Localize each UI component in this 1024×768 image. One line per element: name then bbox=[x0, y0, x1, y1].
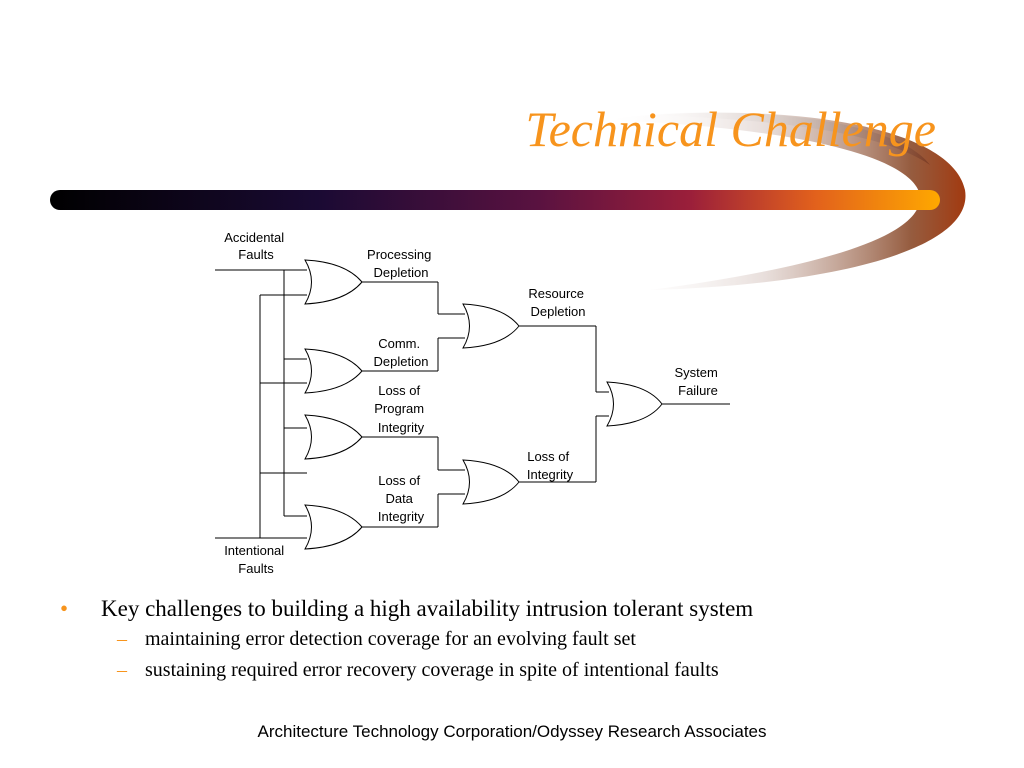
diagram-wires bbox=[215, 269, 730, 539]
label-comm-depletion: Comm. Depletion bbox=[374, 336, 429, 369]
or-gate-processing bbox=[304, 259, 363, 305]
bullet-main: • Key challenges to building a high avai… bbox=[60, 594, 753, 624]
or-gates bbox=[304, 259, 663, 550]
or-gate-integrity bbox=[462, 459, 520, 505]
label-data-integrity: Loss of Data Integrity bbox=[378, 473, 425, 524]
or-gate-system bbox=[606, 381, 663, 427]
sub-bullet-marker: – bbox=[117, 628, 127, 650]
bullet-sub-text: maintaining error detection coverage for… bbox=[145, 628, 636, 650]
label-intentional-faults: Intentional Faults bbox=[224, 543, 288, 576]
swoosh-shape bbox=[600, 112, 966, 290]
label-program-integrity: Loss of Program Integrity bbox=[374, 383, 427, 435]
slide-title: Technical Challenge bbox=[525, 101, 936, 157]
or-gate-program bbox=[304, 414, 363, 460]
swoosh-highlight bbox=[640, 112, 930, 165]
label-resource-depletion: Resource Depletion bbox=[528, 286, 587, 319]
label-loss-of-integrity: Loss of Integrity bbox=[527, 449, 574, 482]
bullet-sub-1: – maintaining error detection coverage f… bbox=[60, 624, 753, 655]
bullet-list: • Key challenges to building a high avai… bbox=[60, 594, 753, 686]
or-gate-data bbox=[304, 504, 363, 550]
slide-footer: Architecture Technology Corporation/Odys… bbox=[257, 722, 767, 741]
label-accidental-faults: Accidental Faults bbox=[224, 230, 288, 262]
title-underline-bar bbox=[50, 190, 940, 210]
sub-bullet-marker: – bbox=[117, 659, 127, 681]
label-system-failure: System Failure bbox=[675, 365, 722, 398]
or-gate-resource bbox=[462, 303, 520, 349]
bullet-sub-2: – sustaining required error recovery cov… bbox=[60, 655, 753, 686]
bullet-marker: • bbox=[60, 596, 69, 621]
bullet-sub-text: sustaining required error recovery cover… bbox=[145, 659, 719, 681]
label-processing-depletion: Processing Depletion bbox=[367, 247, 435, 280]
bullet-main-text: Key challenges to building a high availa… bbox=[101, 596, 754, 621]
or-gate-comm bbox=[304, 348, 363, 394]
